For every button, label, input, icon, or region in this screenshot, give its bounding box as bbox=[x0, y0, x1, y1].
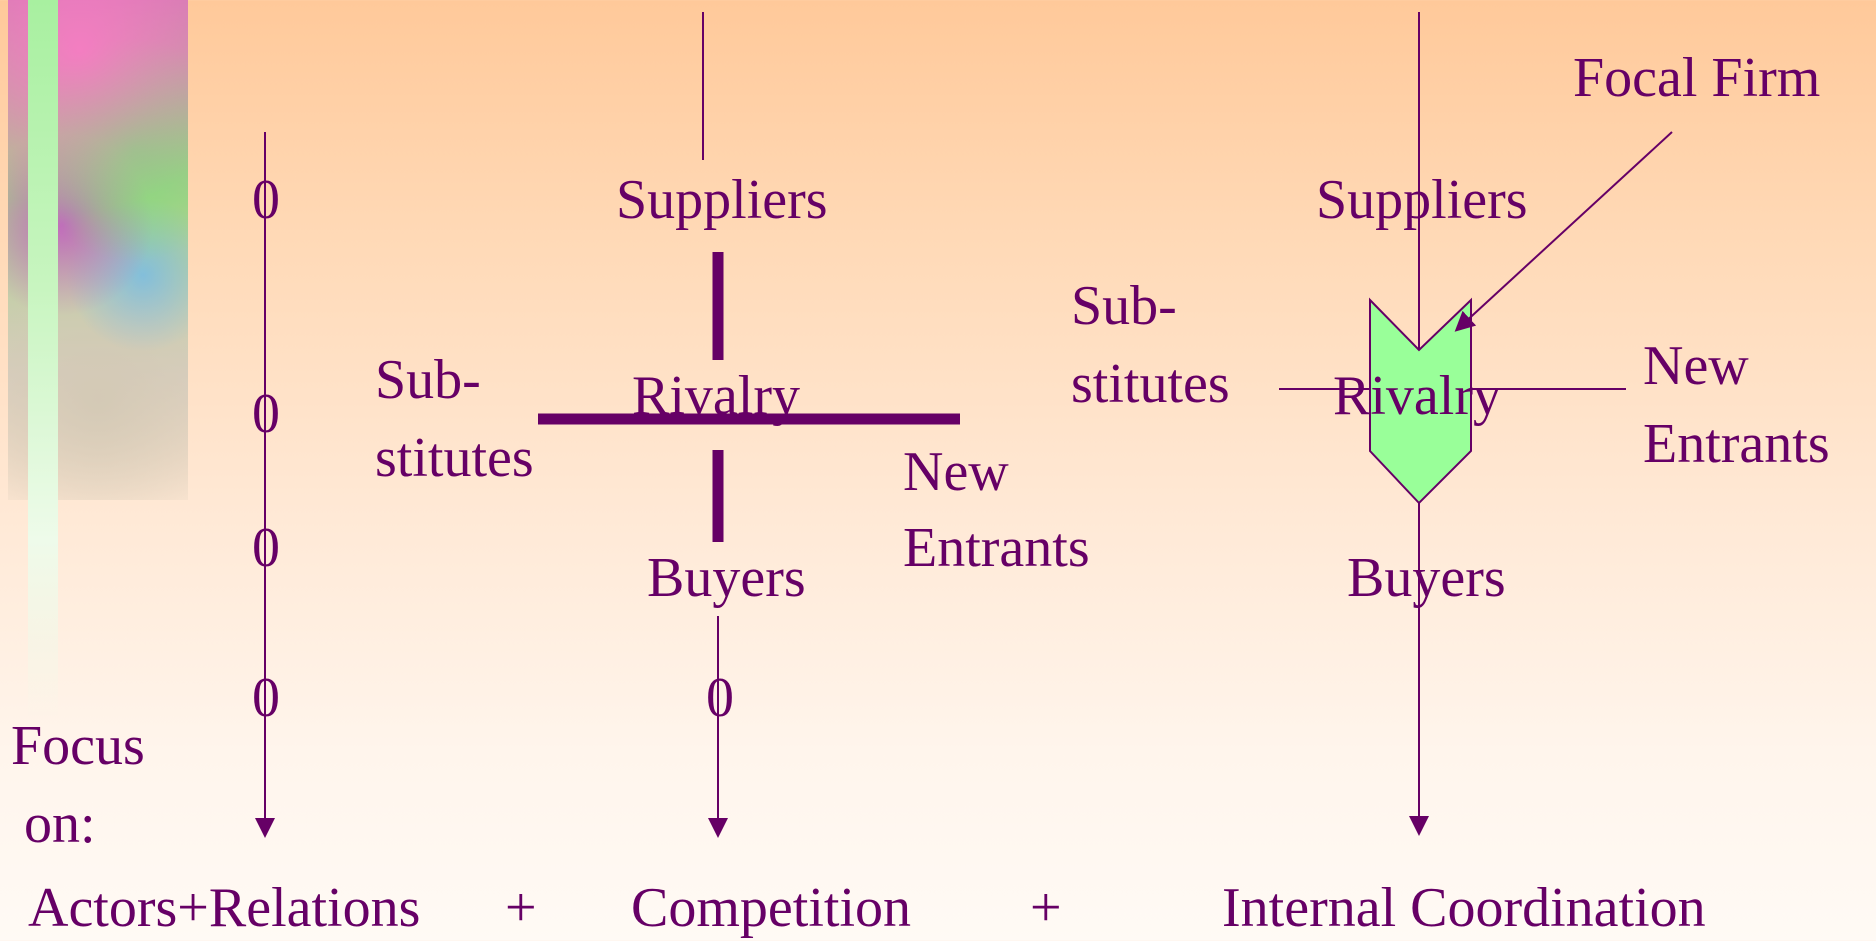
right-substitutes-line1: Sub- bbox=[1071, 275, 1177, 337]
focus-label-line2: on: bbox=[24, 793, 96, 855]
left-zero-2: 0 bbox=[252, 383, 280, 445]
middle-suppliers-label: Suppliers bbox=[616, 169, 828, 231]
right-new-entrants-line1: New bbox=[1643, 335, 1749, 397]
focal-firm-pointer bbox=[1454, 131, 1673, 332]
right-new-entrants-line2: Entrants bbox=[1643, 413, 1830, 475]
left-zero-4: 0 bbox=[252, 667, 280, 729]
right-buyers-label: Buyers bbox=[1347, 547, 1506, 609]
middle-rivalry-label: Rivalry bbox=[632, 365, 800, 427]
plus-sign-1: + bbox=[505, 877, 537, 939]
focal-firm-label: Focal Firm bbox=[1573, 47, 1821, 109]
competition-label: Competition bbox=[631, 877, 911, 939]
internal-coordination-label: Internal Coordination bbox=[1222, 877, 1706, 939]
right-rivalry-label: Rivalry bbox=[1333, 365, 1501, 427]
actors-relations-label: Actors+Relations bbox=[28, 877, 421, 939]
focus-label-line1: Focus bbox=[11, 715, 145, 777]
focal-firm-arrow-box bbox=[1369, 297, 1472, 505]
plus-sign-2: + bbox=[1030, 877, 1062, 939]
middle-substitutes-line1: Sub- bbox=[375, 349, 481, 411]
left-zero-3: 0 bbox=[252, 517, 280, 579]
left-zero-1: 0 bbox=[252, 169, 280, 231]
middle-new-entrants-line2: Entrants bbox=[903, 517, 1090, 579]
middle-new-entrants-line1: New bbox=[903, 441, 1009, 503]
right-substitutes-line2: stitutes bbox=[1071, 353, 1230, 415]
middle-zero: 0 bbox=[706, 667, 734, 729]
middle-substitutes-line2: stitutes bbox=[375, 427, 534, 489]
right-suppliers-label: Suppliers bbox=[1316, 169, 1528, 231]
middle-buyers-label: Buyers bbox=[647, 547, 806, 609]
decorative-green-bar bbox=[28, 0, 58, 720]
